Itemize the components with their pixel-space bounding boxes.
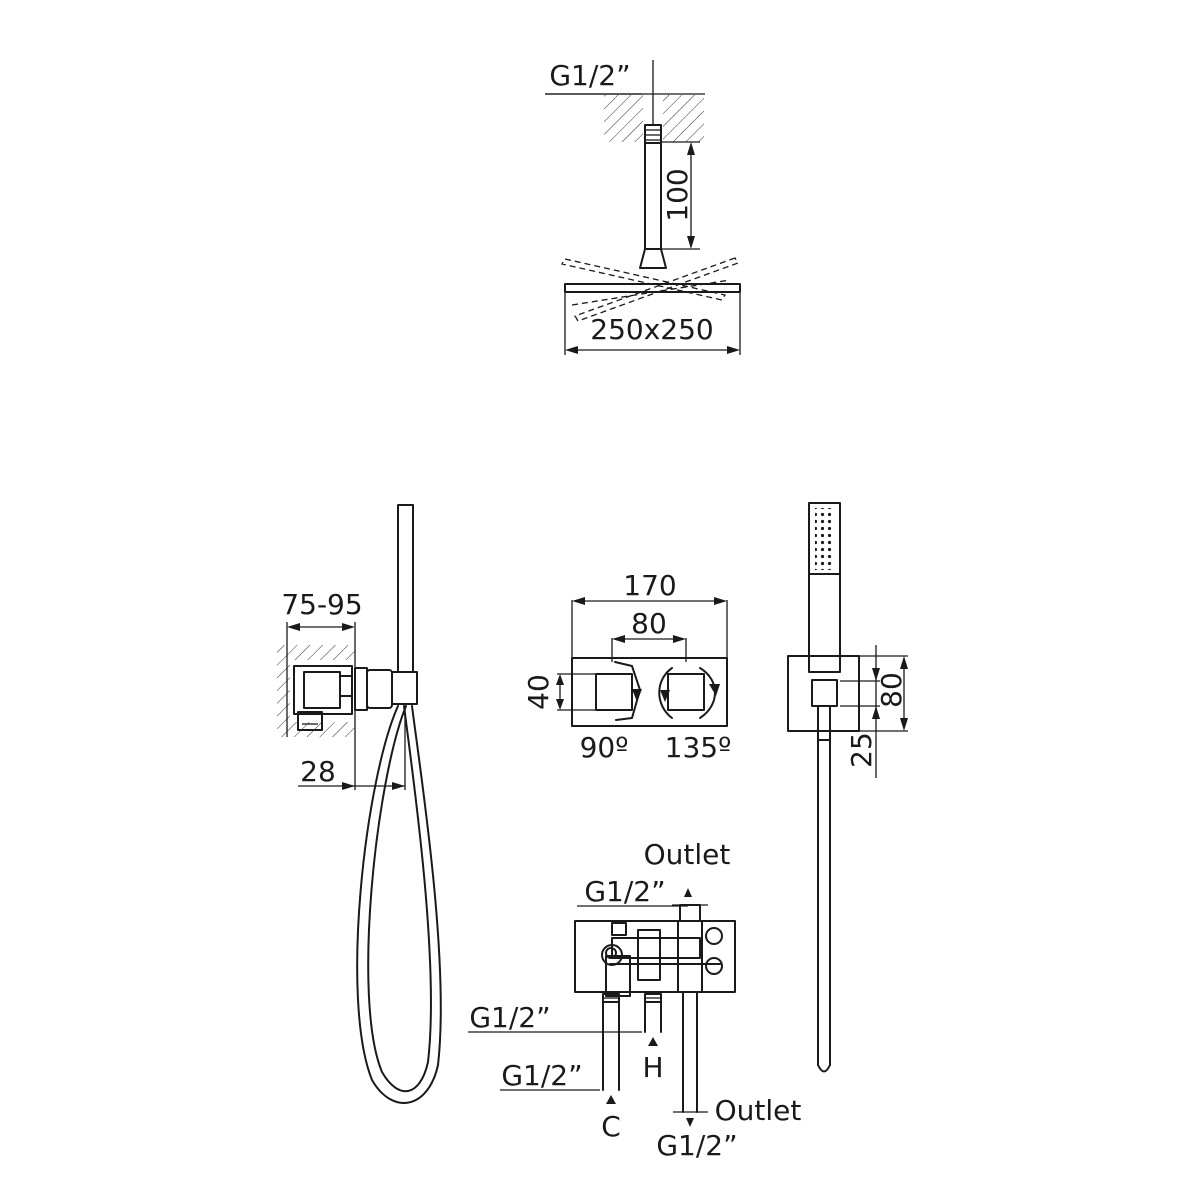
outlet-bottom-label: Outlet [715,1094,802,1127]
cold-mark-label: C [601,1110,621,1143]
hand-shower-handle-front [808,573,841,673]
dim-label-100: 100 [661,168,694,221]
cartridge-right-top [705,927,723,945]
hot-mark-label: H [642,1051,663,1084]
rain-shower-head [564,283,741,293]
dim-label-28: 28 [300,755,336,788]
arm-joint [639,248,667,269]
outlet-top-arrow [684,888,692,897]
dim-label-250x250: 250x250 [590,313,713,346]
outlet-bottom-thread-label: G1/2” [656,1129,737,1162]
outlet-block [677,920,703,993]
shower-arm [644,142,662,250]
dim-label-75-95: 75-95 [281,588,362,621]
wall-plate-side [354,667,368,711]
control-plate [571,657,728,727]
spray-nozzles [815,508,834,570]
valve-pipe-upper [611,937,701,959]
control-plate-front: 170 80 40 90º 135º [522,569,731,764]
cartridge-left [601,944,623,966]
hot-arrow [648,1037,658,1046]
head-tilt-right [574,257,739,322]
holder-cone [811,679,838,707]
valve-box [574,920,736,993]
holder-bracket-side [391,671,418,705]
holder-plate-front [787,655,860,732]
dim-label-40: 40 [522,674,555,710]
top-thread-label: G1/2” [549,59,630,92]
outlet-top-thread-label: G1/2” [584,875,665,908]
outlet-bottom-arrow [686,1118,694,1127]
angle-label-right: 135º [665,731,732,764]
cartridge-right-bottom [705,957,723,975]
dim-label-170: 170 [623,569,676,602]
ceiling-shower-view: 100 250x250 G1/2” [545,59,741,355]
cold-thread-label: G1/2” [501,1059,582,1092]
concealed-valve-view: Outlet G1/2” G1/2” H G1/2” C Outlet G1/2… [468,838,801,1162]
outlet-top-label: Outlet [644,838,731,871]
handle-right [667,673,705,711]
cold-arrow [606,1095,616,1104]
hand-shower-side [397,504,414,673]
shower-hose [356,705,442,1104]
hot-thread-label: G1/2” [469,1001,550,1034]
dim-label-holder-25: 25 [845,732,878,768]
hand-shower-front-view: 80 25 [787,502,908,1073]
dim-label-holder-80: 80 [875,672,908,708]
side-view: 75-95 28 [277,504,442,1104]
holder-body-side [366,669,393,709]
handle-left [595,673,633,711]
dim-label-80: 80 [631,607,667,640]
angle-label-left: 90º [580,731,629,764]
head-tilt-left [560,258,727,301]
